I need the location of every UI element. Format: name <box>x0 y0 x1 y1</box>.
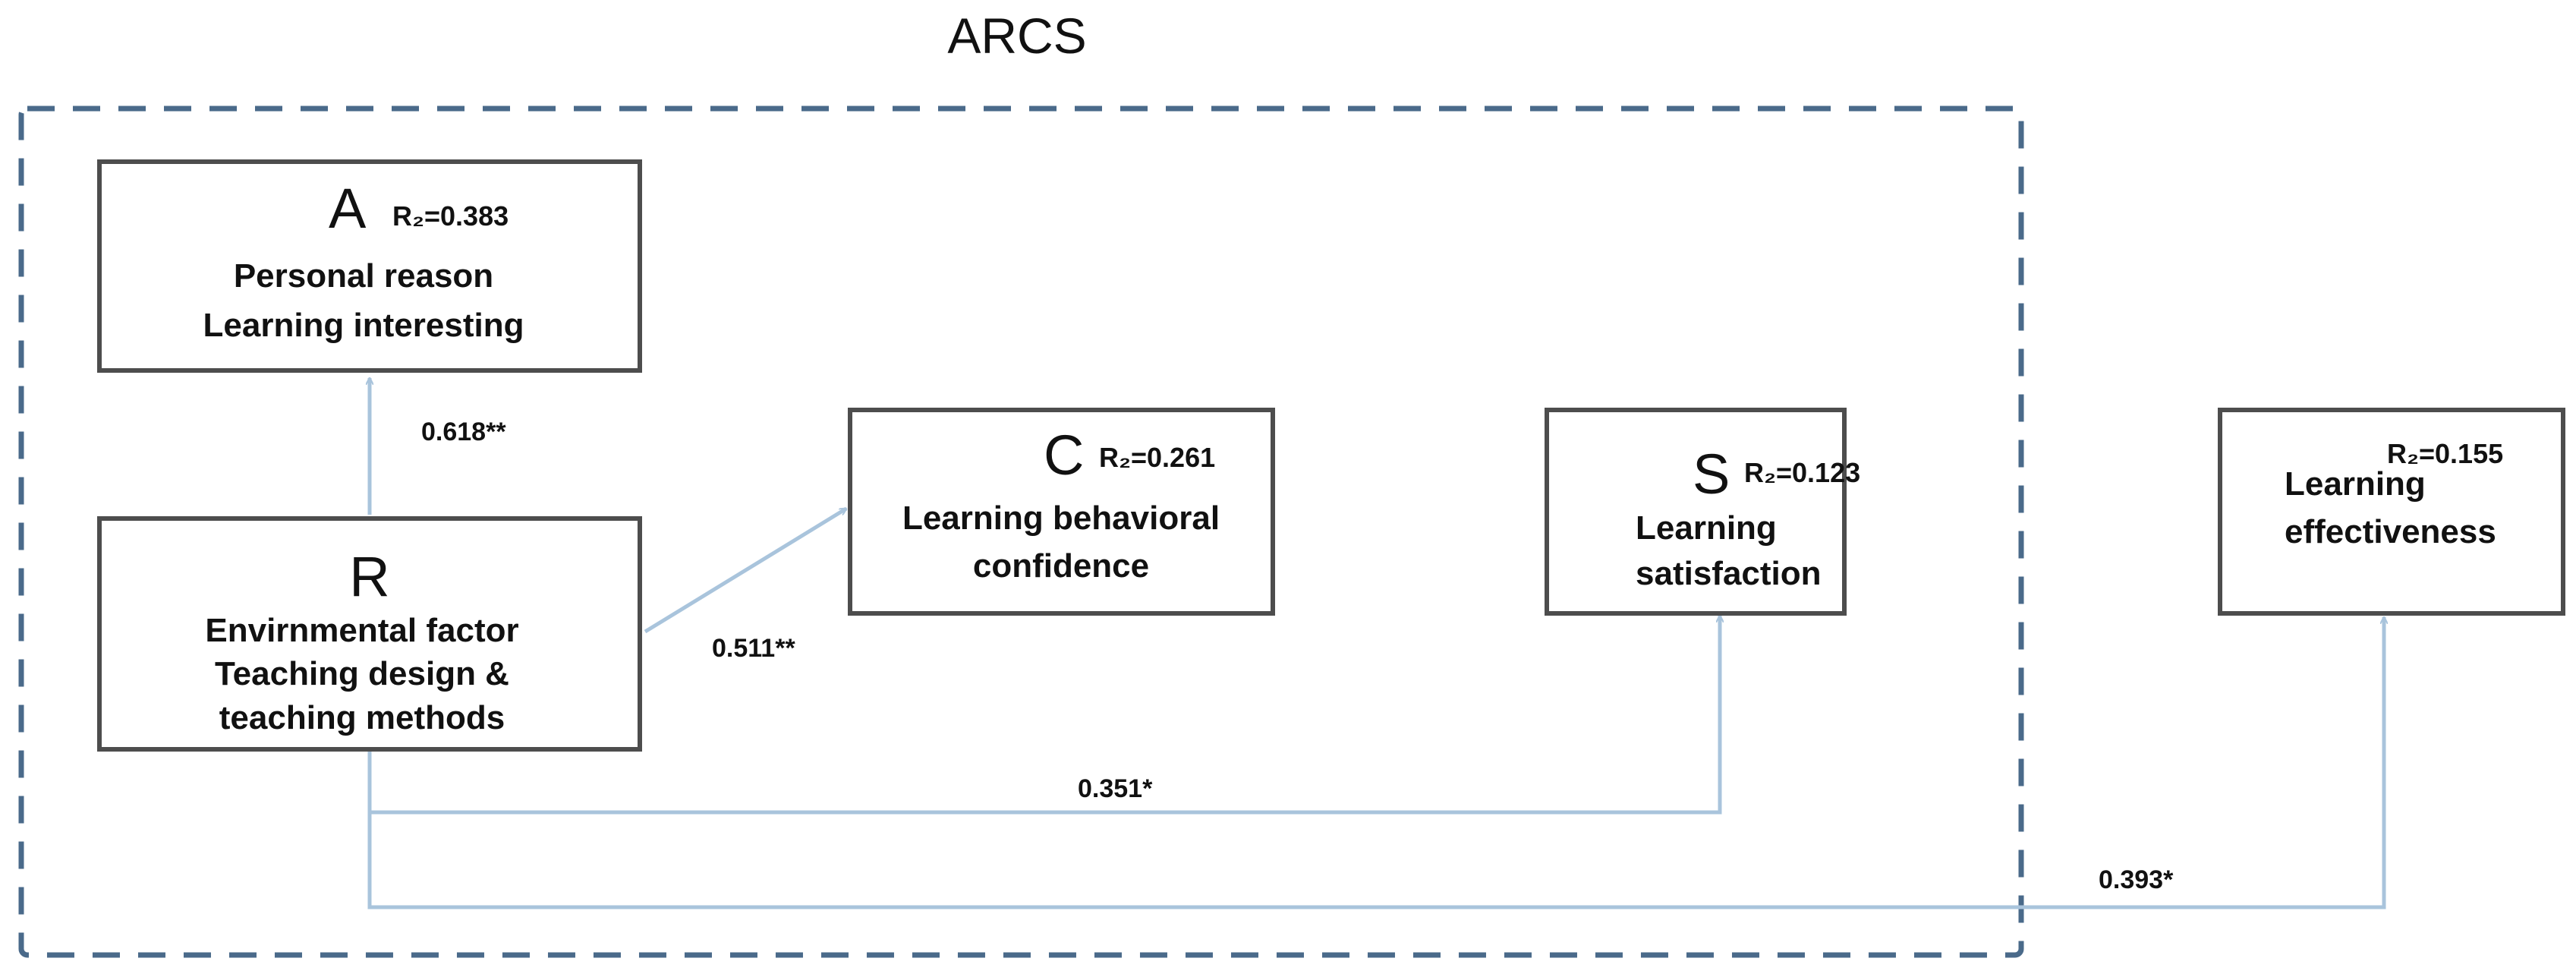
path-arrows <box>367 378 2384 909</box>
node-learning-effectiveness: R₂=0.155 Learning effectiveness <box>2218 408 2565 616</box>
node-c-confidence: C R₂=0.261 Learning behavioral confidenc… <box>848 408 1275 616</box>
node-s-r2: R₂=0.123 <box>1744 457 1860 488</box>
node-r-box <box>97 516 642 752</box>
coef-r-to-le: 0.393* <box>2099 865 2174 894</box>
node-c-box <box>848 408 1275 616</box>
arcs-group-frame <box>18 106 2024 958</box>
node-s-letter: S <box>1693 443 1730 506</box>
coef-r-to-a: 0.618** <box>421 418 506 446</box>
node-a-r2: R₂=0.383 <box>392 200 509 232</box>
node-s-line-1: Learning <box>1636 509 1777 547</box>
node-c-letter: C <box>1044 424 1084 487</box>
diagram-title: ARCS <box>947 8 1086 64</box>
node-a-attention: A R₂=0.383 Personal reason Learning inte… <box>97 159 642 373</box>
node-s-line-2: satisfaction <box>1636 555 1822 592</box>
coef-r-to-s: 0.351* <box>1078 774 1153 803</box>
node-le-r2: R₂=0.155 <box>2387 438 2503 469</box>
node-c-line-2: confidence <box>973 547 1149 585</box>
arrow-r-to-le <box>367 617 2384 909</box>
node-r-letter: R <box>349 545 389 608</box>
node-r-line-1: Envirnmental factor <box>205 612 518 649</box>
arrow-r-to-s <box>367 616 1720 815</box>
node-s-box <box>1545 408 1847 616</box>
node-a-line-1: Personal reason <box>234 257 493 295</box>
node-r-line-2: Teaching design & <box>215 655 509 692</box>
node-a-box <box>97 159 642 373</box>
node-c-r2: R₂=0.261 <box>1099 442 1215 473</box>
arrow-r-to-c <box>644 506 846 634</box>
coef-r-to-c: 0.511** <box>712 634 795 663</box>
node-r-line-3: teaching methods <box>219 699 505 736</box>
node-le-line-2: effectiveness <box>2285 513 2496 550</box>
node-le-line-1: Learning <box>2285 465 2426 503</box>
node-r-relevance: R Envirnmental factor Teaching design & … <box>97 516 642 752</box>
node-le-box <box>2218 408 2565 616</box>
node-c-line-1: Learning behavioral <box>902 500 1220 537</box>
node-s-satisfaction: S R₂=0.123 Learning satisfaction <box>1545 408 1860 616</box>
node-a-line-2: Learning interesting <box>203 307 524 344</box>
node-a-letter: A <box>329 177 367 240</box>
